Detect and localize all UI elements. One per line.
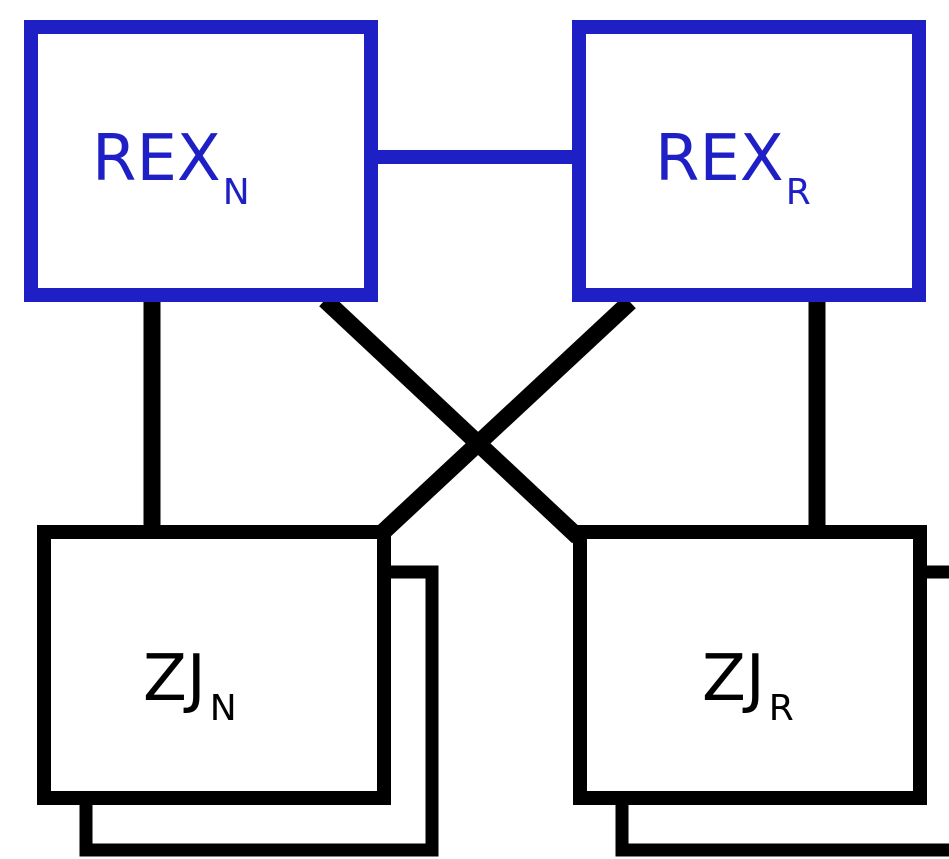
rex-n-main-text: REX: [92, 122, 221, 196]
rex-n-label: REXN: [92, 122, 250, 213]
rex-r-box: [572, 20, 926, 302]
node-rex-n[interactable]: REXN: [24, 20, 378, 302]
connector-rex-r-to-zj-n: [377, 295, 636, 539]
rex-n-subscript: N: [223, 172, 250, 213]
rex-r-subscript: R: [786, 172, 811, 213]
zj-n-subscript: N: [210, 688, 237, 729]
zj-r-main-text: ZJ: [702, 642, 765, 716]
rex-n-box: [24, 20, 378, 302]
rex-r-main-text: REX: [655, 122, 784, 196]
connector-rex-n-to-zj-r: [319, 293, 584, 544]
zj-r-subscript: R: [769, 688, 794, 729]
rex-r-label: REXR: [655, 122, 811, 213]
zj-r-box: [573, 525, 927, 805]
zj-n-main-text: ZJ: [143, 642, 206, 716]
node-rex-r[interactable]: REXR: [572, 20, 926, 302]
zj-n-box: [37, 525, 391, 805]
